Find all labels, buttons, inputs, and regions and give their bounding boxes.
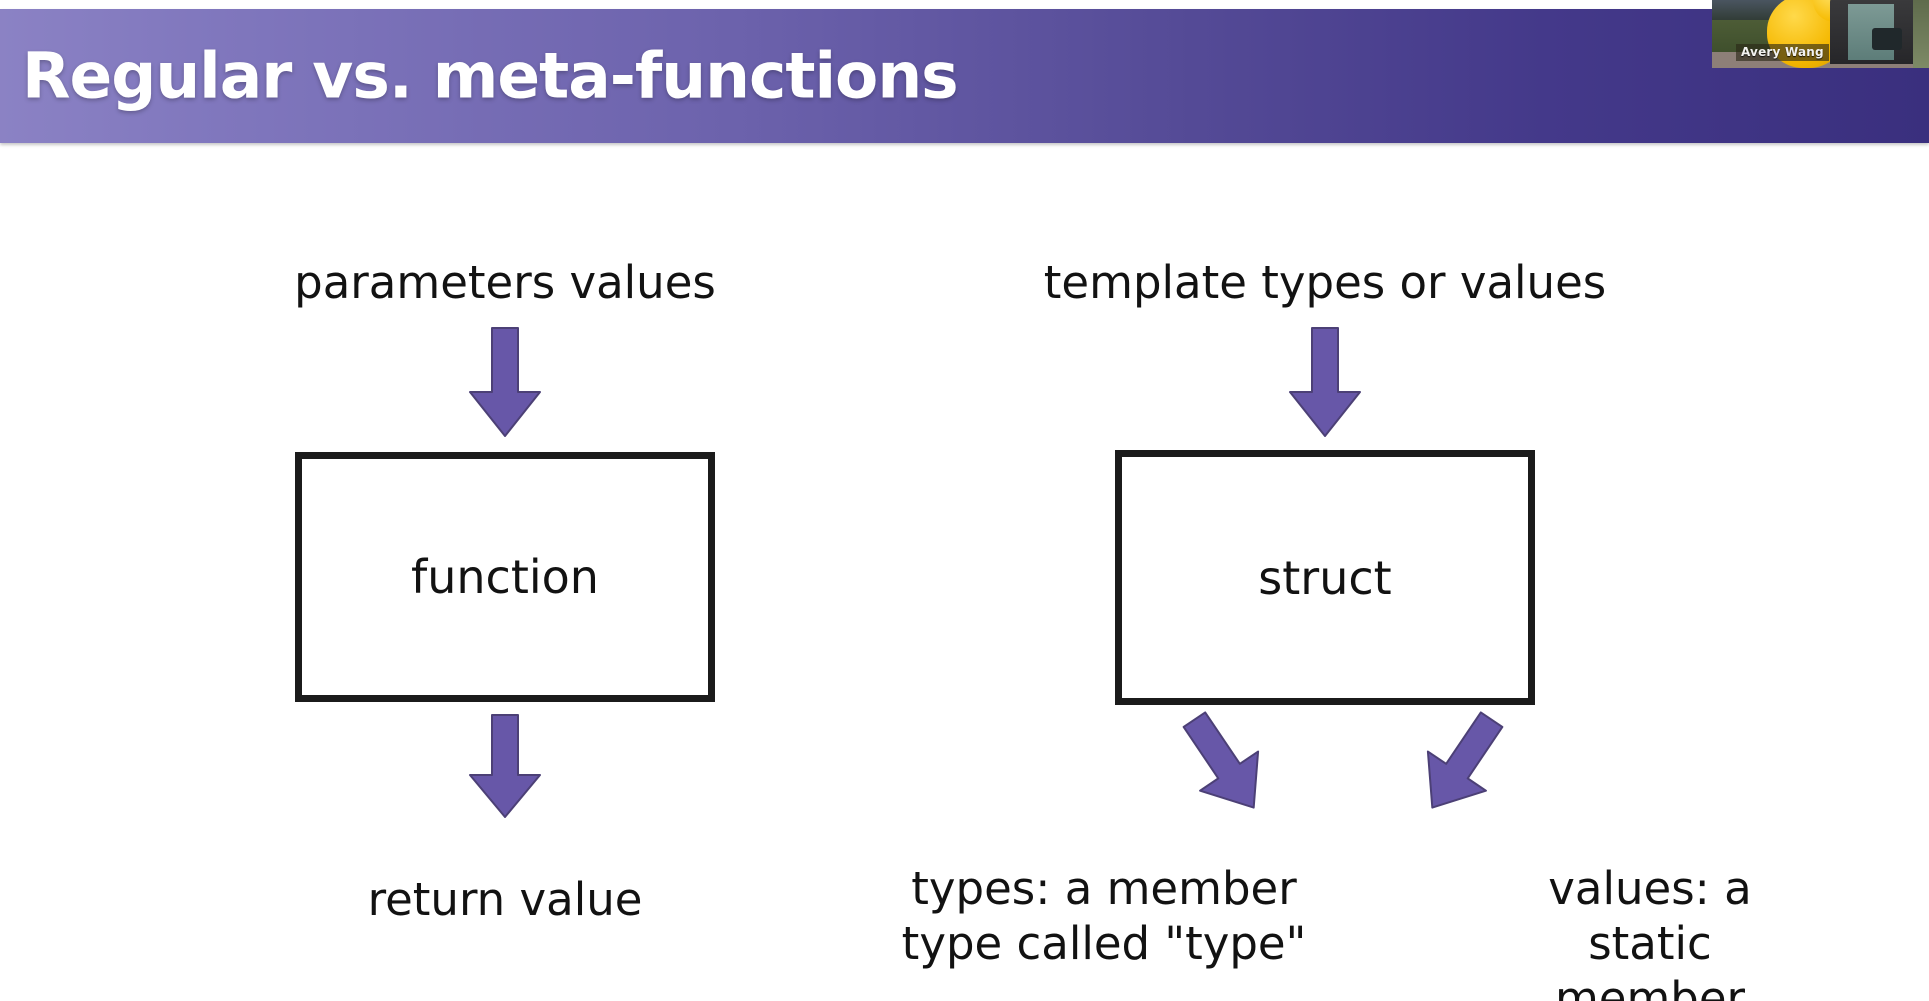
down-arrow-icon-template-to-struct bbox=[1286, 327, 1364, 438]
webcam-video-tile[interactable]: Avery Wang bbox=[1712, 0, 1929, 68]
struct-box-label: struct bbox=[1258, 550, 1392, 605]
label-types-member-type: types: a member type called "type" bbox=[901, 862, 1307, 970]
slide-title-band: Regular vs. meta-functions bbox=[0, 9, 1929, 143]
label-parameters-values: parameters values bbox=[294, 256, 716, 309]
page-title: Regular vs. meta-functions bbox=[22, 39, 959, 113]
down-arrow-icon-function-to-return bbox=[466, 714, 544, 819]
webcam-background-right bbox=[1913, 0, 1929, 68]
down-left-arrow-icon-struct-to-types bbox=[1136, 711, 1266, 848]
label-template-types-or-values: template types or values bbox=[1043, 256, 1607, 309]
down-arrow-icon-parameters-to-function bbox=[466, 327, 544, 438]
webcam-person-shirt bbox=[1848, 4, 1902, 60]
webcam-person-shirt-logo bbox=[1872, 28, 1902, 50]
function-box: function bbox=[295, 452, 715, 702]
struct-box: struct bbox=[1115, 450, 1535, 705]
down-right-arrow-icon-struct-to-values bbox=[1426, 711, 1582, 848]
webcam-participant-name: Avery Wang bbox=[1736, 44, 1829, 61]
webcam-person bbox=[1830, 0, 1916, 64]
label-values-static-member: values: a static member called "value" bbox=[1548, 862, 1752, 1001]
label-return-value: return value bbox=[367, 873, 643, 926]
function-box-label: function bbox=[411, 550, 599, 604]
